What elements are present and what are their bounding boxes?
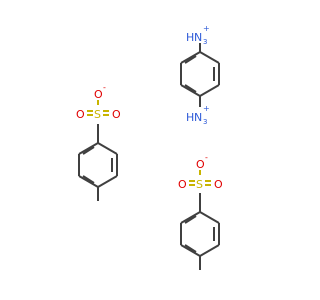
ring-bond xyxy=(180,84,201,97)
o-top-label: O xyxy=(94,88,103,101)
ring-bond xyxy=(199,84,220,97)
bottom-amine-subscript: 3 xyxy=(203,118,207,126)
o-top-charge: - xyxy=(103,83,106,92)
top-amine-subscript: 3 xyxy=(203,38,207,46)
structure-canvas: H N 3 + H N 3 + xyxy=(76,24,223,270)
diammonium-molecule: H N 3 + H N 3 + xyxy=(180,24,220,126)
right-tosylate-labels: O - O S O xyxy=(178,153,223,191)
ring-bond xyxy=(97,175,118,188)
ring-bond xyxy=(180,211,201,224)
ring-double-bond xyxy=(184,244,197,253)
ring-double-bond xyxy=(184,84,197,93)
ring-bond xyxy=(199,211,220,224)
s-label: S xyxy=(196,178,203,191)
ring-double-bond xyxy=(82,175,95,184)
ring-double-bond xyxy=(82,146,95,155)
right-tosylate-bonds xyxy=(180,193,220,270)
ring-bond xyxy=(180,244,201,257)
o-right-label: O xyxy=(112,108,121,121)
diammonium-bonds xyxy=(180,43,220,107)
ring-double-bond xyxy=(184,215,197,224)
o-left-label: O xyxy=(178,178,187,191)
left-tosylate-bonds xyxy=(78,124,118,201)
bottom-amine-n-label: N xyxy=(194,111,202,124)
top-amine-h-label: H xyxy=(186,31,194,44)
bottom-amine-h-label: H xyxy=(186,111,194,124)
diammonium-labels: H N 3 + H N 3 + xyxy=(186,24,210,126)
left-tosylate-molecule: O - O S O xyxy=(76,83,121,201)
ring-bond xyxy=(180,51,201,64)
left-s-o-bonds xyxy=(87,100,109,116)
left-tosylate-labels: O - O S O xyxy=(76,83,121,121)
o-right-label: O xyxy=(214,178,223,191)
o-left-label: O xyxy=(76,108,85,121)
bottom-amine-charge: + xyxy=(203,104,210,113)
ring-bond xyxy=(199,51,220,64)
chemical-structure-svg: H N 3 + H N 3 + xyxy=(76,24,223,270)
o-top-charge: - xyxy=(205,153,208,162)
top-amine-n-label: N xyxy=(194,31,202,44)
ring-double-bond xyxy=(184,55,197,64)
ring-bond xyxy=(199,244,220,257)
ring-bond xyxy=(97,142,118,155)
o-top-label: O xyxy=(196,158,205,171)
ring-bond xyxy=(78,142,99,155)
right-tosylate-molecule: O - O S O xyxy=(178,153,223,270)
ring-bond xyxy=(78,175,99,188)
s-label: S xyxy=(94,108,101,121)
top-amine-charge: + xyxy=(203,24,210,33)
right-s-o-bonds xyxy=(189,170,211,186)
